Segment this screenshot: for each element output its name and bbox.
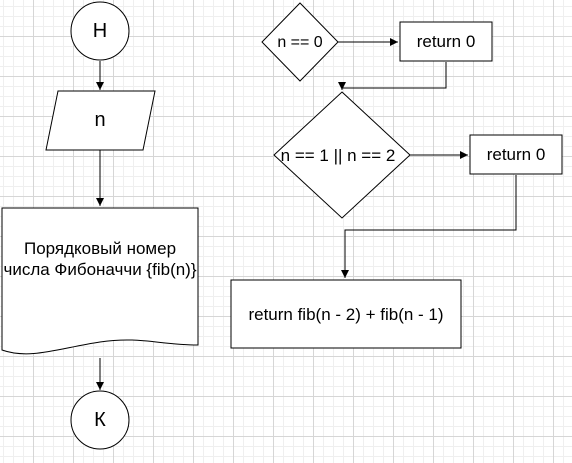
condition-diamond-1 [261,2,339,82]
return-3-label: return fib(n - 2) + fib(n - 1) [248,304,444,324]
return-box-3 [230,279,462,349]
condition-2-label: n == 1 || n == 2 [280,145,396,165]
end-terminator [70,390,130,450]
arrow-ret2-to-ret3 [341,175,517,278]
input-parallelogram [45,90,156,151]
return-box-1 [399,21,493,62]
output-document-shape [1,207,199,355]
start-label: Н [92,19,108,42]
condition-diamond-2 [273,91,411,219]
condition-1-label: n == 0 [277,33,323,51]
end-label: К [94,408,106,431]
arrow-ret1-to-cond2 [338,62,447,90]
return-1-label: return 0 [416,32,476,51]
start-terminator [70,1,130,61]
input-label: n [94,109,106,131]
output-label: Порядковый номер числа Фибоначчи {fib(n)… [3,239,197,279]
return-2-label: return 0 [486,145,546,164]
return-box-2 [469,134,563,175]
